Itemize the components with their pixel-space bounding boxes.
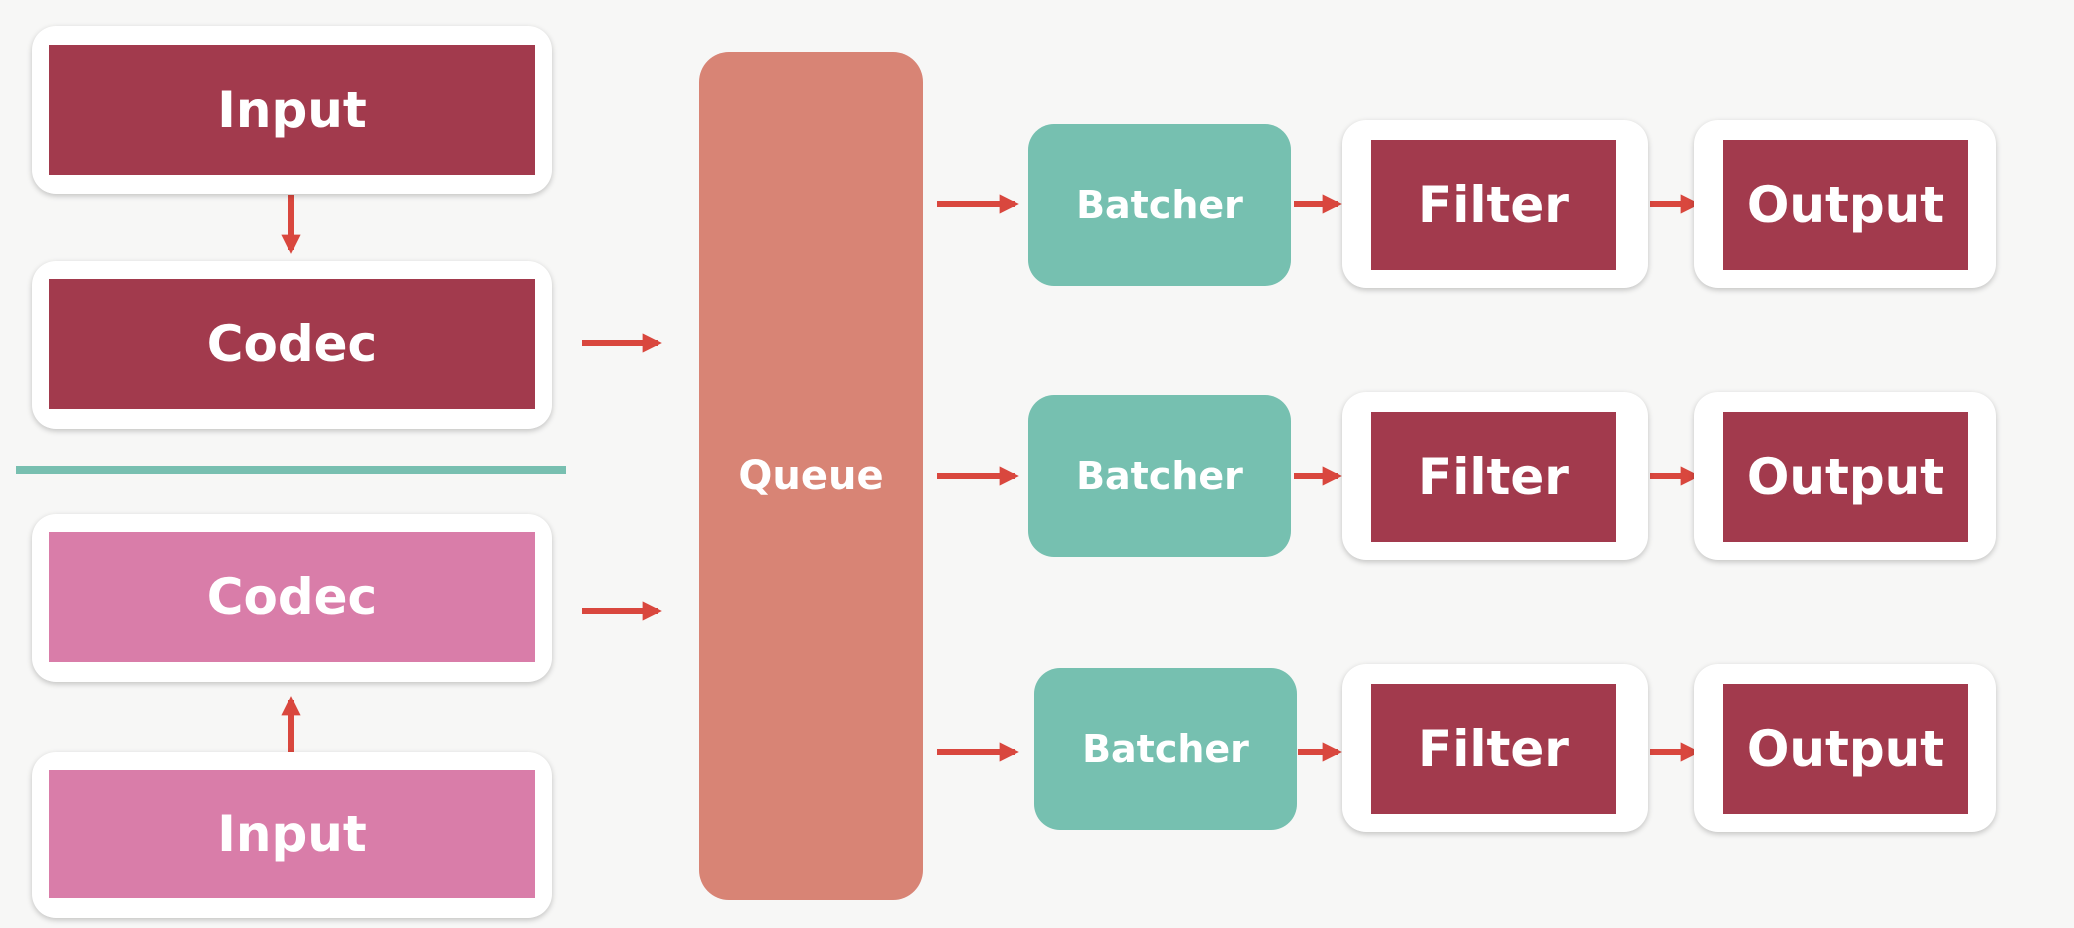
- batcher-box-1: Batcher: [1028, 124, 1291, 286]
- queue-box: Queue: [699, 52, 923, 900]
- section-divider: [16, 466, 566, 474]
- codec-bottom-box: Codec: [49, 532, 535, 662]
- output-box-1: Output: [1723, 140, 1968, 270]
- filter-box-3: Filter: [1371, 684, 1616, 814]
- filter-box-2: Filter: [1371, 412, 1616, 542]
- batcher-box-2: Batcher: [1028, 395, 1291, 557]
- output-box-2: Output: [1723, 412, 1968, 542]
- input-top-box: Input: [49, 45, 535, 175]
- output-box-3: Output: [1723, 684, 1968, 814]
- filter-box-1: Filter: [1371, 140, 1616, 270]
- input-bottom-box: Input: [49, 770, 535, 898]
- batcher-box-3: Batcher: [1034, 668, 1297, 830]
- codec-top-box: Codec: [49, 279, 535, 409]
